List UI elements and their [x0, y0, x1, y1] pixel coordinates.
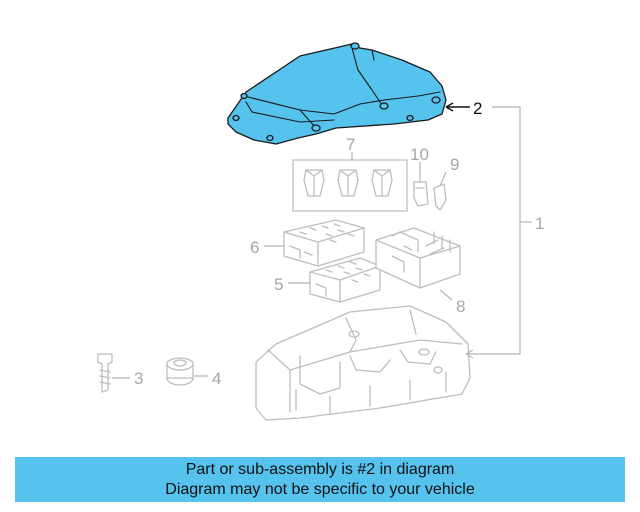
part-1-fuse-box-housing[interactable] [255, 305, 471, 421]
part-7-relay-group[interactable] [292, 159, 408, 212]
banner-line-part-info: Part or sub-assembly is #2 in diagram [185, 461, 455, 478]
callout-1[interactable]: 1 [535, 214, 544, 233]
callout-2[interactable]: 2 [473, 99, 482, 118]
callout-10[interactable]: 10 [410, 145, 429, 164]
callout-7[interactable]: 7 [346, 135, 355, 154]
info-banner: Part or sub-assembly is #2 in diagram Di… [15, 457, 625, 502]
part-9-fuse[interactable] [433, 183, 447, 211]
part-3-bolt[interactable] [97, 353, 113, 393]
part-2-fuse-box-cover[interactable] [227, 42, 447, 145]
callout-4[interactable]: 4 [212, 369, 221, 388]
callout-3[interactable]: 3 [134, 369, 143, 388]
part-4-grommet[interactable] [166, 357, 194, 386]
leader-lines [112, 102, 532, 379]
callout-6[interactable]: 6 [250, 238, 259, 257]
callout-labels: 1 2 3 4 5 6 7 8 9 10 [134, 99, 544, 388]
part-10-fuse[interactable] [413, 181, 429, 207]
part-6-fuse-block[interactable] [283, 219, 365, 267]
callout-9[interactable]: 9 [450, 155, 459, 174]
part-8-relay-carrier[interactable] [375, 227, 461, 289]
part-5-fuse-block[interactable] [309, 257, 381, 303]
callout-5[interactable]: 5 [274, 275, 283, 294]
banner-line-disclaimer: Diagram may not be specific to your vehi… [165, 481, 475, 498]
callout-8[interactable]: 8 [456, 297, 465, 316]
